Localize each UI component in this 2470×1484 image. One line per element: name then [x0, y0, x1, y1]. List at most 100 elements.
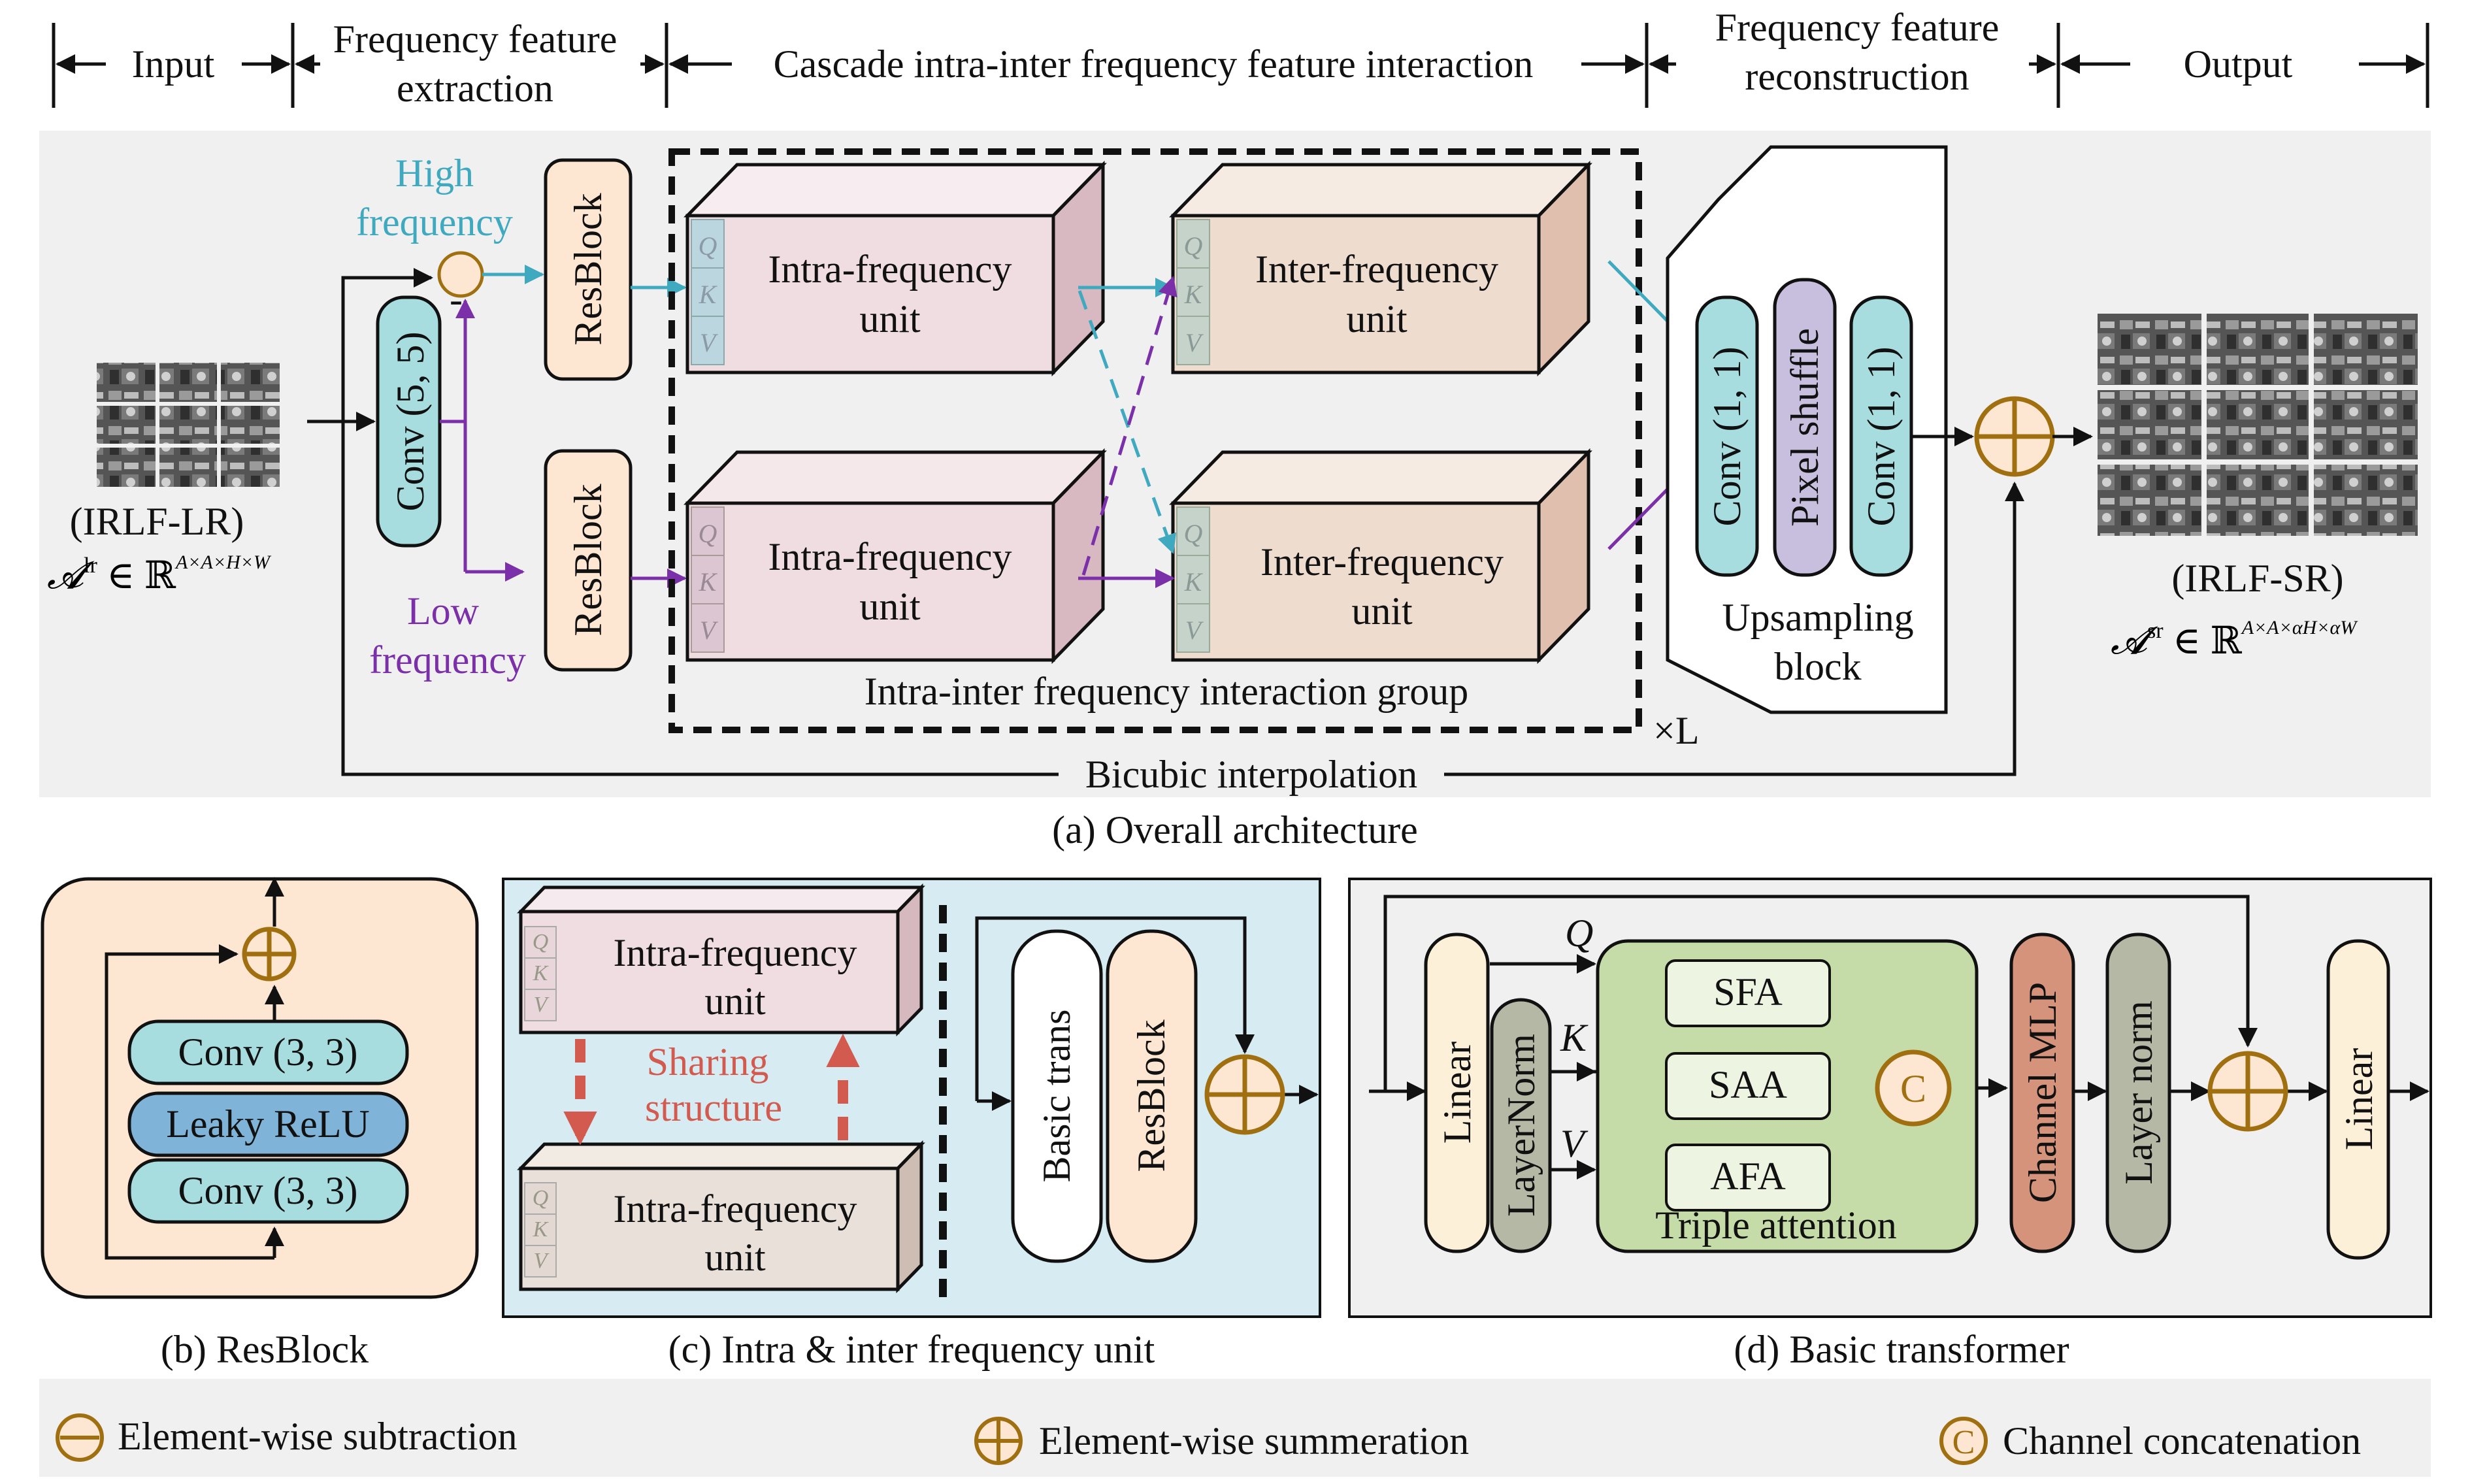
resb-conv33-top-label: Conv (3, 3)	[178, 1031, 358, 1074]
d-linear-in	[1424, 932, 1490, 1253]
d-linear-out-label: Linear	[2337, 1048, 2380, 1151]
sharing-label2: structure	[645, 1086, 782, 1129]
c-top-label2: unit	[704, 980, 766, 1023]
resblock-low	[544, 449, 633, 672]
c-top-q: Q	[533, 930, 549, 954]
c-bottom-q: Q	[533, 1186, 549, 1210]
legend-concat-label: Channel concatenation	[2003, 1419, 2361, 1462]
legend: Element-wise subtraction Element-wise su…	[39, 1379, 2431, 1477]
d-summation-node	[2207, 1051, 2288, 1132]
svg-text:C: C	[1952, 1424, 1975, 1461]
channel-mlp-label: Channel MLP	[2021, 982, 2064, 1203]
conv55-label: Conv (5, 5)	[389, 332, 432, 512]
panel-c-resblock-label: ResBlock	[1130, 1019, 1173, 1172]
layer-norm-label: Layer norm	[2117, 1000, 2160, 1185]
intra-bottom-q: Q	[699, 519, 717, 548]
resblock-low-label: ResBlock	[567, 484, 610, 636]
caption-a: (a) Overall architecture	[1052, 808, 1418, 851]
afa-label: AFA	[1710, 1155, 1786, 1198]
panel-c-resblock	[1106, 929, 1198, 1263]
inter-unit-bottom: Q K V Inter-frequency unit	[1169, 448, 1592, 665]
sfa-label: SFA	[1713, 970, 1783, 1014]
d-linear-in-label: Linear	[1436, 1042, 1479, 1144]
stage-extraction-line2: extraction	[397, 67, 553, 110]
stage-reconstruction-line2: reconstruction	[1745, 55, 1969, 98]
legend-summation-label: Element-wise summeration	[1039, 1419, 1469, 1462]
concat-node: C	[1875, 1049, 1952, 1127]
panel-c-summation-node	[1204, 1054, 1285, 1135]
intra-unit-bottom: Q K V Intra-frequency unit	[683, 448, 1107, 665]
output-light-field-image	[2098, 314, 2418, 536]
resb-leaky	[127, 1091, 409, 1157]
intra-top-k: K	[699, 280, 718, 309]
input-label: (IRLF-LR)	[70, 500, 244, 543]
svg-text:C: C	[1900, 1067, 1926, 1110]
caption-b: (b) ResBlock	[161, 1328, 369, 1371]
sfa-block	[1665, 959, 1831, 1027]
intra-top-q: Q	[699, 231, 717, 261]
inter-bottom-v: V	[1185, 616, 1204, 645]
group-repeat-label: ×L	[1653, 709, 1700, 752]
resb-leaky-label: Leaky ReLU	[166, 1102, 370, 1146]
stage-interaction: Cascade intra-inter frequency feature in…	[774, 42, 1534, 86]
intra-bottom-label2: unit	[859, 585, 921, 628]
intra-bottom-k: K	[699, 567, 718, 597]
input-light-field-image	[97, 363, 280, 487]
c-top-k: K	[533, 961, 550, 985]
caption-c: (c) Intra & inter frequency unit	[668, 1328, 1155, 1371]
inter-bottom-label1: Inter-frequency	[1260, 540, 1504, 584]
saa-label: SAA	[1709, 1063, 1787, 1106]
stage-header: Input Frequency feature extraction Casca…	[52, 6, 2429, 110]
sharing-label1: Sharing	[647, 1040, 769, 1083]
output-math: 𝓐sr ∈ ℝA×A×αH×αW	[2111, 617, 2358, 662]
subtraction-minus: -	[450, 278, 463, 321]
input-math: 𝓐lr ∈ ℝA×A×H×W	[47, 552, 272, 597]
resblock-high-label: ResBlock	[567, 193, 610, 345]
intra-top-label2: unit	[859, 297, 921, 340]
stage-reconstruction-line1: Frequency feature	[1715, 6, 2000, 49]
c-bottom-label2: unit	[704, 1236, 766, 1279]
resb-conv33-bottom	[127, 1158, 409, 1224]
upsample-conv11-a	[1695, 295, 1759, 577]
low-freq-arrows	[440, 299, 525, 582]
caption-d: (d) Basic transformer	[1734, 1328, 2069, 1371]
upsample-conv11-a-label: Conv (1, 1)	[1705, 347, 1749, 527]
low-frequency-line2: frequency	[369, 638, 526, 682]
intra-unit-top: Q K V Intra-frequency unit	[683, 160, 1107, 377]
high-frequency-line1: High	[395, 152, 474, 195]
resblock-high	[544, 158, 633, 381]
inter-bottom-label2: unit	[1351, 589, 1413, 633]
bicubic-label-bg	[1059, 751, 1444, 797]
legend-subtraction-label: Element-wise subtraction	[118, 1415, 517, 1458]
intra-top-label1: Intra-frequency	[768, 248, 1012, 291]
inter-top-v: V	[1185, 328, 1204, 357]
d-q-label: Q	[1565, 912, 1593, 955]
inter-bottom-q: Q	[1184, 519, 1203, 548]
d-k-label: K	[1560, 1016, 1589, 1059]
stage-extraction-line1: Frequency feature	[333, 18, 618, 61]
intra-bottom-label1: Intra-frequency	[768, 535, 1012, 578]
cross-connections	[1078, 276, 1177, 588]
inter-top-label1: Inter-frequency	[1255, 248, 1498, 291]
legend-concat-icon: C	[1939, 1417, 1988, 1465]
low-frequency-line1: Low	[407, 589, 480, 633]
panel-a-overall: (IRLF-LR) 𝓐lr ∈ ℝA×A×H×W Bicubic interpo…	[39, 131, 2431, 797]
legend-subtraction-icon	[56, 1413, 104, 1462]
upsampling-label2: block	[1774, 645, 1861, 688]
c-bottom-k: K	[533, 1217, 550, 1242]
inter-top-k: K	[1184, 280, 1204, 309]
stage-output: Output	[2184, 42, 2293, 86]
afa-block	[1665, 1144, 1831, 1212]
stage-input: Input	[132, 42, 215, 86]
bicubic-label: Bicubic interpolation	[1085, 753, 1417, 796]
upsample-conv11-b-label: Conv (1, 1)	[1860, 347, 1903, 527]
interaction-group-box	[668, 148, 1642, 733]
c-top-label1: Intra-frequency	[613, 931, 857, 974]
d-layernorm	[1490, 998, 1552, 1253]
inter-top-label2: unit	[1346, 297, 1408, 340]
intra-top-v: V	[700, 328, 719, 357]
upsampling-label1: Upsampling	[1722, 596, 1913, 639]
legend-summation-icon	[974, 1417, 1023, 1465]
interaction-group-label: Intra-inter frequency interaction group	[865, 670, 1469, 713]
